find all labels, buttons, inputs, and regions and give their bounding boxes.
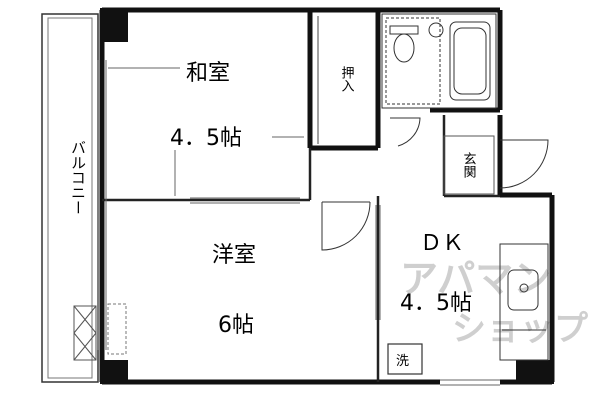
watermark-line-1: アパマン: [400, 257, 551, 301]
room-dk-size: 4．5帖: [400, 291, 472, 316]
basin-icon: [428, 22, 444, 38]
balcony-drain: [107, 303, 127, 355]
bathroom: [381, 13, 497, 109]
corner-posts: [100, 8, 554, 384]
sash-windows: [97, 60, 500, 386]
room-youshitsu: 洋室 6帖: [212, 243, 256, 338]
entrance-label: 玄関: [461, 152, 477, 179]
balcony: バルコニー: [41, 13, 127, 383]
room-washitsu-size: 4．5帖: [170, 126, 242, 151]
room-dk: ＤＫ 4．5帖: [400, 231, 472, 316]
outdoor-unit: [73, 305, 97, 361]
washer-label: 洗: [396, 354, 409, 369]
sink-icon: [507, 269, 539, 311]
room-youshitsu-size: 6帖: [218, 313, 254, 338]
kitchen-counter: [499, 243, 549, 361]
interior-walls: [102, 115, 500, 382]
exterior-walls: [99, 7, 555, 385]
door-swings: [321, 117, 549, 251]
room-dk-name: ＤＫ: [420, 231, 464, 256]
washer-space: 洗: [387, 343, 423, 375]
bathtub-icon: [449, 21, 491, 101]
room-youshitsu-name: 洋室: [212, 243, 256, 268]
room-washitsu: 和室 4．5帖: [170, 61, 242, 151]
room-washitsu-name: 和室: [186, 61, 230, 86]
entrance: 玄関: [443, 135, 495, 195]
toilet-icon: [393, 33, 415, 63]
watermark-line-2: ショップ: [452, 309, 588, 349]
watermark-logo: アパマン ショップ: [400, 257, 588, 349]
balcony-label: バルコニー: [69, 140, 87, 215]
closet: 押入: [317, 16, 355, 144]
closet-label: 押入: [339, 66, 355, 92]
